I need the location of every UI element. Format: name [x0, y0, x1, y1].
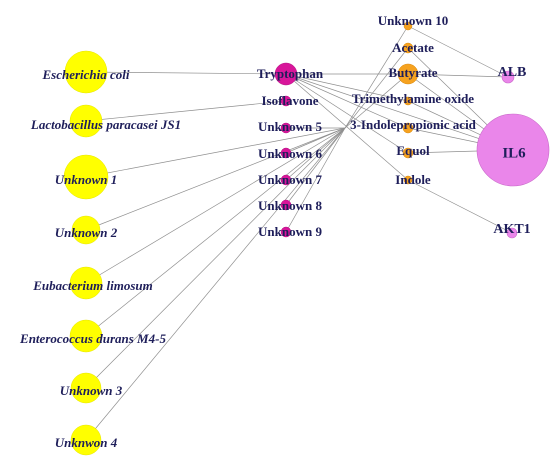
metabolite-label-3-indolepropionic-acid: 3-Indolepropionic acid [350, 117, 477, 132]
edge-3 [85, 127, 346, 231]
edge-15 [285, 73, 409, 129]
metabolite-label-acetate: Acetate [392, 40, 434, 55]
metabolite-node-trimethylamine-oxide [403, 96, 413, 106]
edge-10 [285, 127, 346, 181]
edge-4 [85, 127, 346, 284]
microbe-label-unknown-1: Unknown 1 [55, 172, 118, 187]
target-label-akt1: AKT1 [493, 222, 530, 237]
microbe-node-lactobacillus-paracasei-js1 [69, 104, 103, 138]
metabolite-node-unknown-8 [280, 199, 292, 211]
metabolite-node-indole [403, 175, 413, 185]
edge-16 [285, 73, 409, 154]
metabolite-node-isoflavone [280, 95, 292, 107]
edge-5 [85, 127, 346, 337]
microbe-label-unknown-2: Unknown 2 [55, 225, 118, 240]
metabolite-label-unknown-5: Unknown 5 [258, 119, 322, 134]
metabolite-node-tryptophan [274, 62, 298, 86]
edge-11 [285, 127, 346, 206]
metabolite-label-isoflavone: Isoflavone [261, 93, 318, 108]
edge-2 [85, 127, 346, 178]
microbe-node-unknown-3 [70, 372, 102, 404]
edge-0 [85, 71, 287, 75]
edge-12 [285, 127, 346, 233]
metabolite-node-unknown-7 [280, 174, 292, 186]
metabolite-label-equol: Equol [396, 143, 430, 158]
metabolite-node-acetate [402, 42, 414, 54]
target-label-il6: IL6 [502, 145, 526, 161]
microbe-node-eubacterium-limosum [69, 266, 103, 300]
microbe-node-enterococcus-durans-m4-5 [69, 319, 103, 353]
metabolite-label-unknown-8: Unknown 8 [258, 198, 322, 213]
microbe-label-lactobacillus-paracasei-js1: Lactobacillus paracasei JS1 [30, 117, 181, 132]
metabolite-node-unknown-6 [280, 147, 292, 159]
metabolite-node-unknown-10 [403, 21, 413, 31]
edge-9 [285, 127, 346, 154]
microbe-label-unknown-3: Unknown 3 [60, 383, 123, 398]
microbe-label-unknwon-4: Unknwon 4 [55, 435, 118, 450]
metabolite-label-indole: Indole [395, 172, 431, 187]
edge-14 [285, 73, 409, 102]
metabolite-label-tryptophan: Tryptophan [257, 66, 324, 81]
edge-7 [85, 127, 346, 441]
metabolite-label-unknown-7: Unknown 7 [258, 172, 322, 187]
microbe-node-unknown-2 [71, 215, 101, 245]
node-layer [63, 21, 550, 456]
edge-6 [85, 127, 346, 389]
edge-21 [407, 25, 509, 78]
microbe-label-eubacterium-limosum: Eubacterium limosum [32, 278, 153, 293]
target-node-alb [501, 70, 515, 84]
edge-29 [285, 73, 514, 151]
edge-layer [85, 25, 514, 441]
edge-18 [344, 25, 409, 129]
metabolite-label-butyrate: Butyrate [388, 65, 437, 80]
metabolite-node-equol [402, 147, 414, 159]
metabolite-node-butyrate [397, 63, 419, 85]
edge-22 [407, 73, 509, 78]
microbe-node-unknown-1 [63, 154, 109, 200]
metabolite-label-unknown-9: Unknown 9 [258, 224, 322, 239]
metabolite-node-unknown-9 [280, 226, 292, 238]
edge-1 [85, 100, 287, 122]
edge-19 [344, 47, 409, 129]
microbe-node-unknwon-4 [70, 424, 102, 456]
microbe-node-escherichia-coli [64, 50, 108, 94]
target-node-il6 [476, 113, 550, 187]
microbe-label-enterococcus-durans-m4-5: Enterococcus durans M4-5 [19, 331, 166, 346]
target-label-alb: ALB [498, 65, 527, 80]
metabolite-label-unknown-10: Unknown 10 [378, 13, 448, 28]
edge-20 [344, 73, 409, 129]
metabolite-label-trimethylamine-oxide: Trimethylamine oxide [352, 91, 474, 106]
metabolite-node-3-indolepropionic-acid [402, 122, 414, 134]
microbe-label-escherichia-coli: Escherichia coli [41, 67, 129, 82]
metabolite-label-unknown-6: Unknown 6 [258, 146, 322, 161]
edge-17 [285, 73, 409, 181]
metabolite-node-unknown-5 [280, 122, 292, 134]
edge-28 [407, 179, 513, 234]
target-node-akt1 [506, 227, 518, 239]
